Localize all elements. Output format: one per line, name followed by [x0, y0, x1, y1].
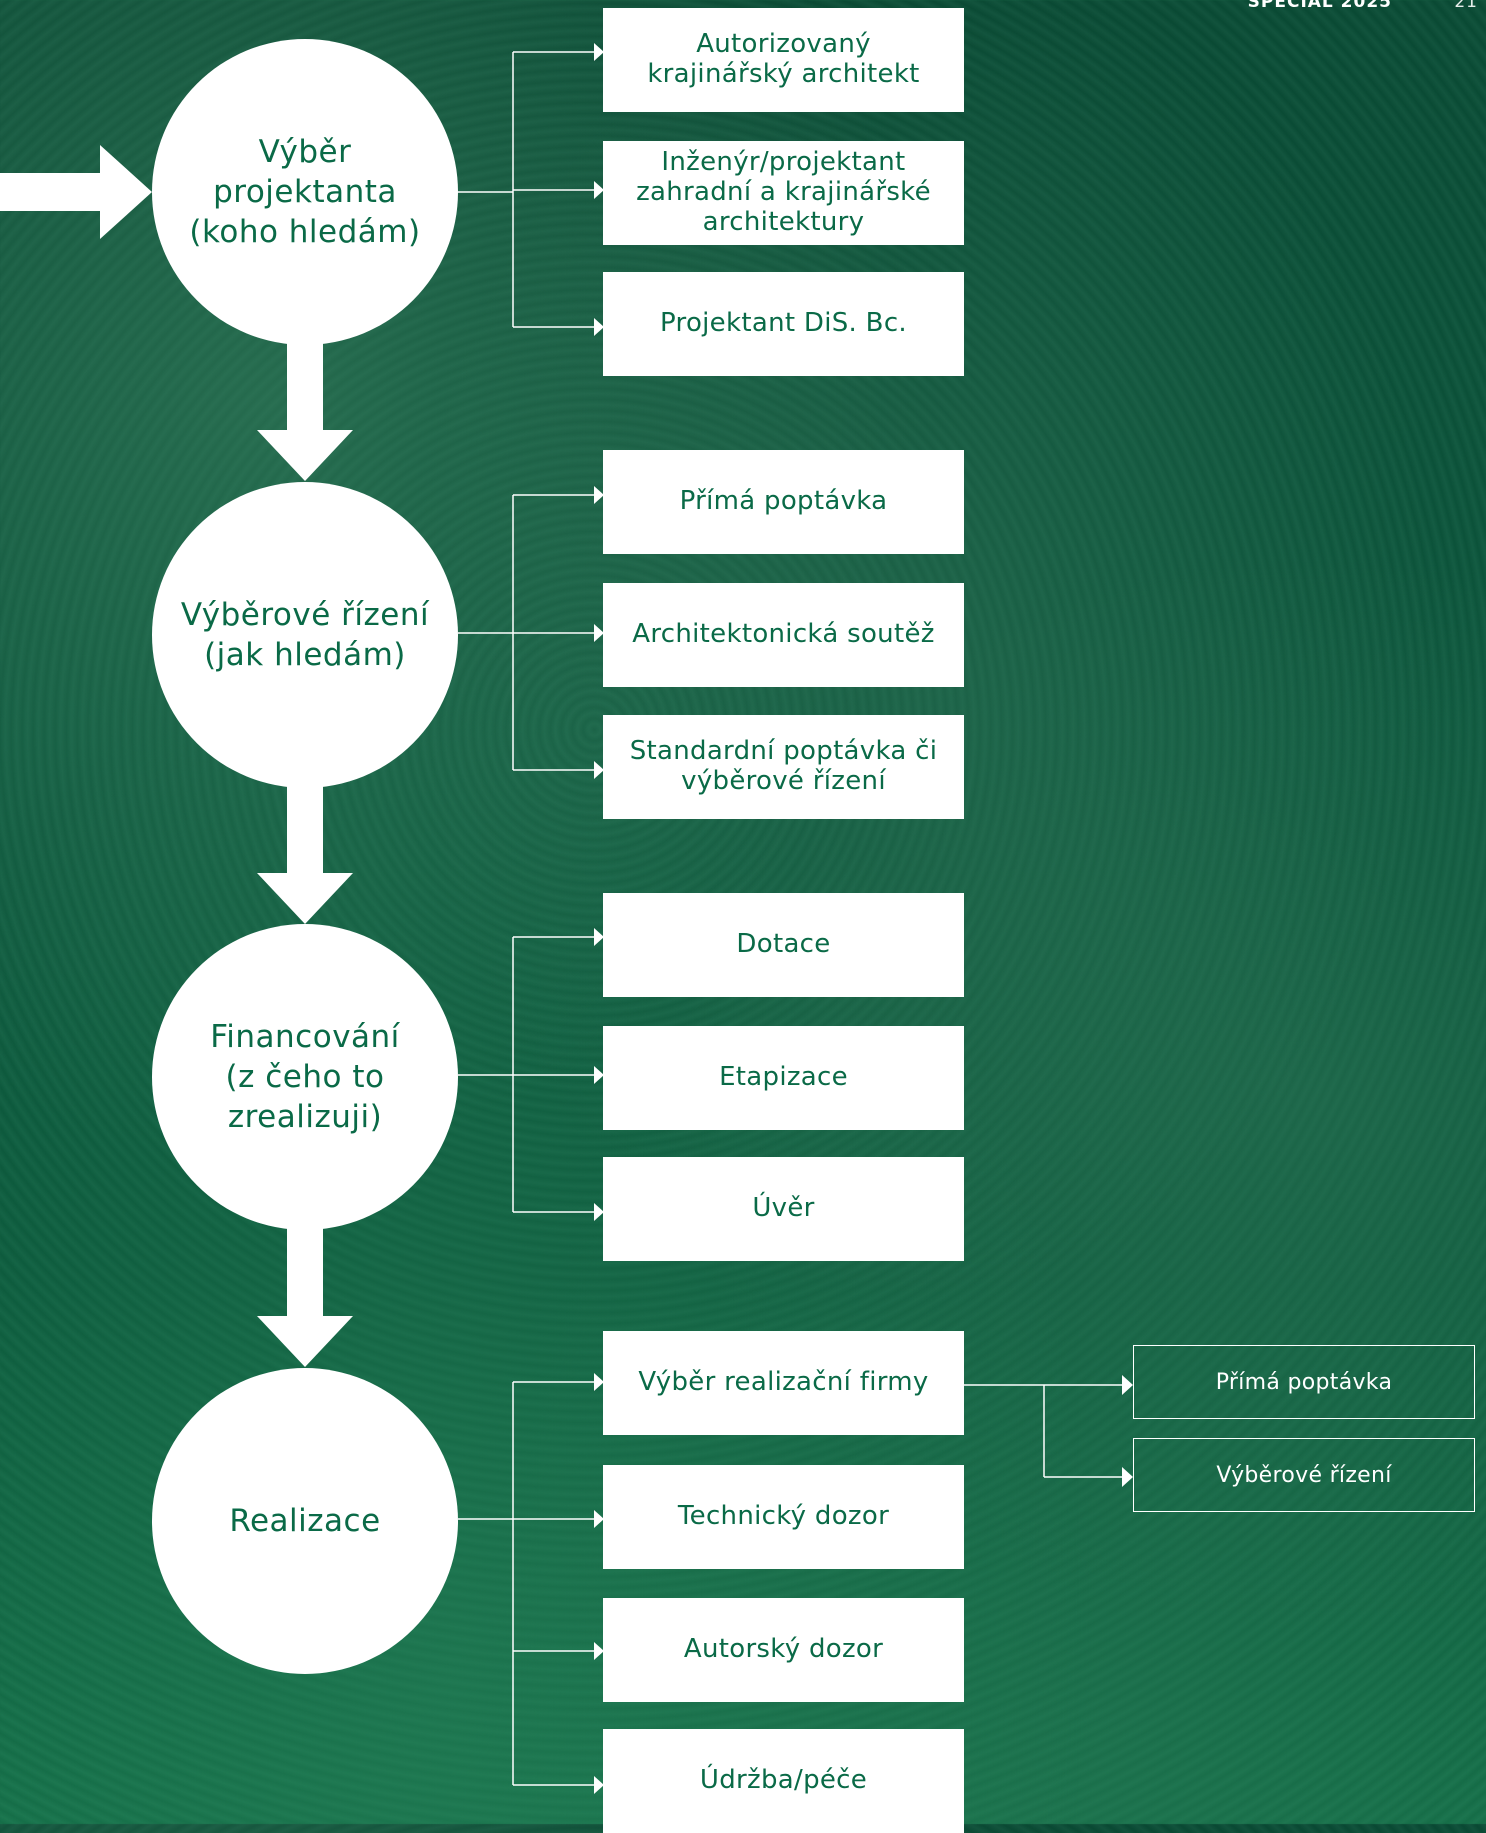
option-box: Výběr realizační firmy — [603, 1331, 964, 1435]
page-number: 21 — [1454, 0, 1478, 12]
option-box: Autorský dozor — [603, 1598, 964, 1702]
entry-arrow — [0, 145, 152, 239]
option-box: Technický dozor — [603, 1465, 964, 1569]
option-box: Autorizovaný krajinářský architekt — [603, 8, 964, 112]
branch-lines — [458, 51, 1126, 1786]
option-box: Inženýr/projektant zahradní a krajinářsk… — [603, 141, 964, 245]
option-box: Projektant DiS. Bc. — [603, 272, 964, 376]
stage-arrows — [257, 340, 353, 1367]
stage-circle-realization: Realizace — [152, 1368, 458, 1674]
option-box: Přímá poptávka — [603, 450, 964, 554]
option-box: Údržba/péče — [603, 1729, 964, 1833]
branch-arrowheads — [594, 43, 1133, 1794]
option-box: Etapizace — [603, 1026, 964, 1130]
option-box: Dotace — [603, 893, 964, 997]
magazine-label: SPECIAL 2025 — [1247, 0, 1392, 12]
stage-circle-designer-selection: Výběr projektanta (koho hledám) — [152, 39, 458, 345]
sub-option-box: Přímá poptávka — [1133, 1345, 1475, 1419]
option-box: Úvěr — [603, 1157, 964, 1261]
sub-option-box: Výběrové řízení — [1133, 1438, 1475, 1512]
option-box: Standardní poptávka či výběrové řízení — [603, 715, 964, 819]
option-box: Architektonická soutěž — [603, 583, 964, 687]
stage-circle-financing: Financování (z čeho to zrealizuji) — [152, 924, 458, 1230]
stage-circle-procurement: Výběrové řízení (jak hledám) — [152, 482, 458, 788]
